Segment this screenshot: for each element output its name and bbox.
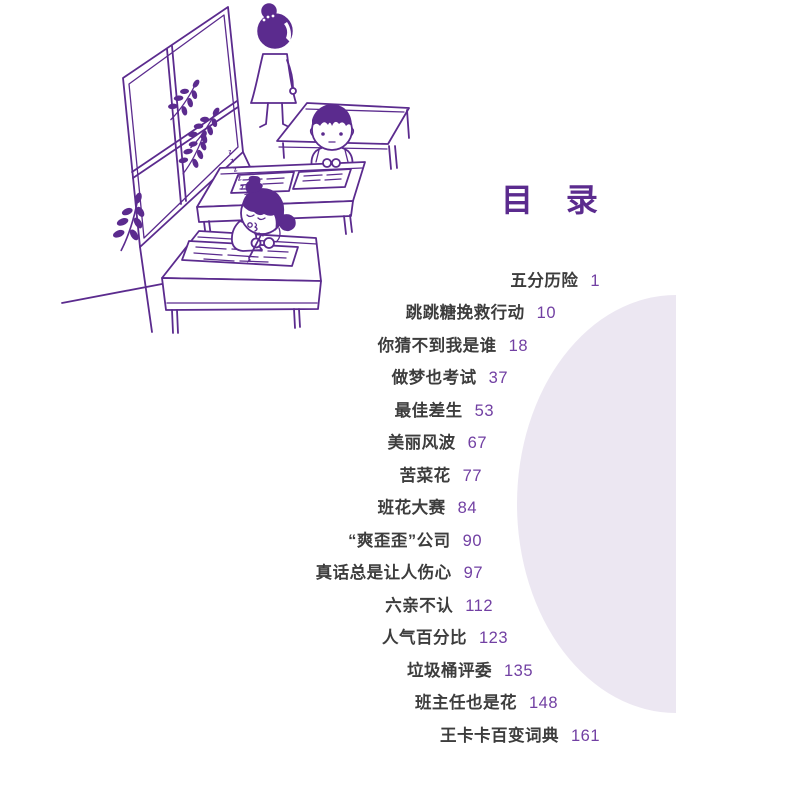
toc-entry: 班主任也是花 148 (415, 692, 558, 714)
chapter-title: 班主任也是花 (414, 694, 517, 712)
chapter-page-number: 97 (463, 564, 483, 582)
toc-entry: “爽歪歪”公司 90 (348, 530, 482, 552)
toc-entry: 最佳差生 53 (395, 400, 494, 422)
page-title: 目 录 (501, 182, 610, 218)
classroom-illustration: z z z z z z (61, 3, 410, 334)
chapter-title: 美丽风波 (387, 434, 456, 452)
chapter-title: “爽歪歪”公司 (348, 532, 451, 550)
sleeping-girl-student (231, 175, 296, 263)
svg-text:z: z (236, 173, 242, 183)
chapter-title: 垃圾桶评委 (406, 662, 492, 680)
chapter-title: 真话总是让人伤心 (315, 564, 452, 582)
chapter-page-number: 112 (465, 597, 493, 615)
toc-entry: 做梦也考试 37 (392, 367, 508, 389)
background-circle (517, 295, 676, 713)
toc-entry: 真话总是让人伤心 97 (316, 562, 483, 584)
chapter-page-number: 1 (590, 272, 600, 290)
chapter-page-number: 135 (503, 662, 533, 680)
toc-entry: 美丽风波 67 (388, 432, 487, 454)
chapter-title: 苦菜花 (399, 467, 451, 485)
chapter-title: 六亲不认 (385, 597, 454, 615)
chapter-title: 班花大赛 (377, 499, 446, 517)
chapter-title: 五分历险 (510, 272, 579, 290)
chapter-title: 最佳差生 (394, 402, 463, 420)
chapter-title: 跳跳糖挽救行动 (405, 304, 525, 322)
chapter-title: 王卡卡百变词典 (439, 727, 559, 745)
svg-text:z: z (232, 164, 238, 174)
chapter-page-number: 10 (536, 304, 556, 322)
toc-entry: 班花大赛 84 (378, 497, 477, 519)
chapter-page-number: 123 (478, 629, 508, 647)
boy-student (309, 104, 355, 169)
toc-entry: 五分历险 1 (510, 270, 600, 292)
chapter-page-number: 90 (462, 532, 482, 550)
chapter-page-number: 84 (457, 499, 477, 517)
chapter-page-number: 53 (474, 402, 494, 420)
chapter-title: 人气百分比 (381, 629, 467, 647)
zzz-text: z z z z z z (228, 148, 251, 201)
chapter-page-number: 161 (570, 727, 600, 745)
chapter-title: 你猜不到我是谁 (377, 337, 497, 355)
svg-text:z: z (228, 148, 234, 156)
teacher-figure (250, 3, 297, 128)
chapter-page-number: 18 (508, 337, 528, 355)
chapter-page-number: 77 (462, 467, 482, 485)
boy-hands (322, 158, 341, 168)
svg-text:z: z (239, 181, 246, 192)
toc-entry: 垃圾桶评委 135 (407, 660, 533, 682)
toc-entry: 跳跳糖挽救行动 10 (406, 302, 556, 324)
chapter-page-number: 37 (488, 369, 508, 387)
toc-entry: 苦菜花 77 (400, 465, 482, 487)
toc-entry: 你猜不到我是谁 18 (378, 335, 528, 357)
classroom-window (61, 6, 277, 333)
toc-entry: 六亲不认 112 (385, 595, 493, 617)
svg-text:z: z (230, 157, 236, 165)
svg-text:z: z (243, 190, 250, 201)
toc-entry: 王卡卡百变词典 161 (440, 725, 600, 747)
chapter-page-number: 67 (467, 434, 487, 452)
chapter-page-number: 148 (528, 694, 558, 712)
toc-entry: 人气百分比 123 (382, 627, 508, 649)
chapter-title: 做梦也考试 (391, 369, 477, 387)
